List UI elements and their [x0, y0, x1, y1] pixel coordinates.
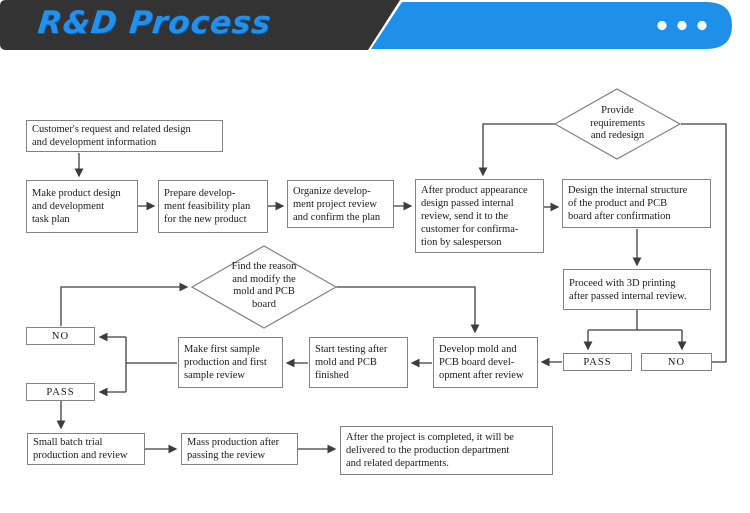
- flow-step-internal-structure: Design the internal structure of the pro…: [562, 179, 711, 228]
- flow-step-small-batch: Small batch trial production and review: [27, 433, 145, 465]
- flow-step-feasibility-plan: Prepare develop- ment feasibility plan f…: [158, 180, 268, 233]
- flow-step-pass-3d: PASS: [563, 353, 632, 371]
- flow-step-design-task-plan: Make product design and development task…: [26, 180, 138, 233]
- flow-step-first-sample: Make first sample production and first s…: [178, 337, 283, 388]
- decision-find-reason-shape: [190, 245, 338, 329]
- flow-step-no-3d: NO: [641, 353, 712, 371]
- flow-step-delivery: After the project is completed, it will …: [340, 426, 553, 475]
- header-shapes: [0, 0, 732, 50]
- decision-find-reason-label: Find the reason and modify the mold and …: [231, 261, 297, 310]
- flow-step-no-sample: NO: [26, 327, 95, 345]
- flow-step-project-review: Organize develop- ment project review an…: [287, 180, 394, 228]
- more-options-icon[interactable]: [657, 20, 707, 31]
- header-bar: R&D Process: [0, 0, 750, 50]
- flow-step-customer-request: Customer's request and related design an…: [26, 120, 223, 152]
- flow-step-start-testing: Start testing after mold and PCB finishe…: [309, 337, 408, 388]
- decision-provide-redesign-shape: [553, 88, 682, 160]
- decision-provide-redesign-label: Provide requirements and redesign: [590, 105, 645, 141]
- flow-step-3d-printing: Proceed with 3D printing after passed in…: [563, 269, 711, 310]
- header-blue-ribbon: [371, 2, 732, 49]
- header-dark-band: [0, 0, 400, 50]
- flow-step-pass-sample: PASS: [26, 383, 95, 401]
- flow-step-develop-mold: Develop mold and PCB board devel- opment…: [433, 337, 538, 388]
- flow-step-mass-production: Mass production after passing the review: [181, 433, 298, 465]
- flow-step-appearance-review: After product appearance design passed i…: [415, 179, 544, 253]
